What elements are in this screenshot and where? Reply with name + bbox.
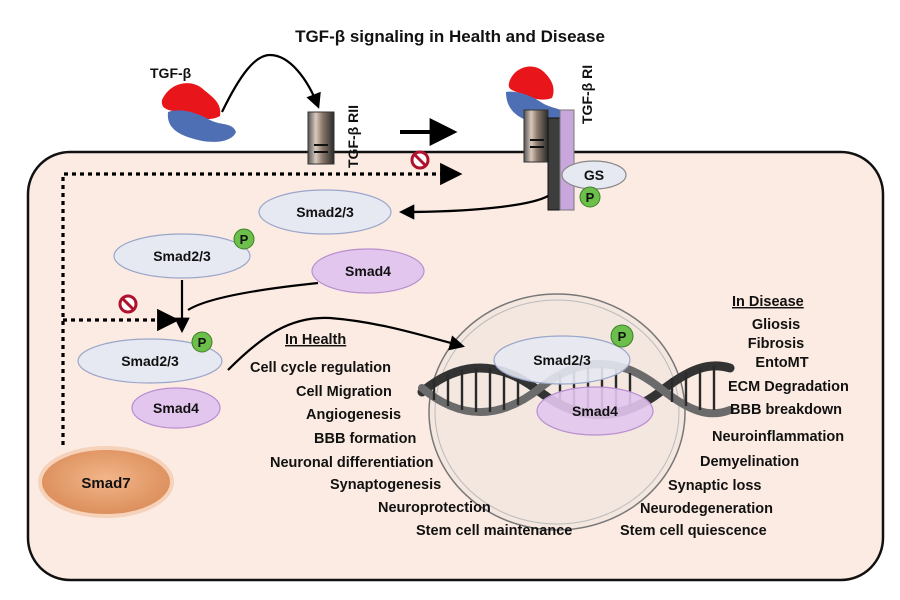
smad7-inhibition-path	[61, 162, 463, 445]
smad4-complex-node	[131, 387, 221, 429]
smad23-label: Smad2/3	[121, 353, 179, 369]
phosphate-icon	[233, 228, 255, 250]
smad23-phospho-node	[113, 233, 251, 279]
smad23-label: Smad2/3	[153, 248, 211, 264]
disease-item: Fibrosis	[748, 336, 804, 352]
smad4-node	[311, 248, 425, 294]
phosphate-label: P	[240, 232, 249, 247]
ligand-label: TGF-β	[150, 65, 192, 81]
smad4-label: Smad4	[153, 400, 199, 416]
phosphate-icon	[610, 324, 634, 348]
health-heading: In Health	[285, 332, 346, 348]
nucleus-inner	[434, 299, 680, 525]
disease-item: Neuroinflammation	[712, 429, 844, 445]
phosphate-label: P	[198, 335, 207, 350]
health-item: Angiogenesis	[306, 407, 401, 423]
health-item: Cell Migration	[296, 384, 392, 400]
nuclear-smad23-node	[493, 335, 631, 385]
health-item: Stem cell maintenance	[416, 523, 572, 539]
disease-item: Neurodegeneration	[640, 501, 773, 517]
inhibit-icon	[118, 294, 138, 314]
health-item: Synaptogenesis	[330, 477, 441, 493]
disease-heading: In Disease	[732, 294, 804, 310]
receptor-to-smad-arrow	[398, 195, 549, 220]
disease-item: BBB breakdown	[730, 402, 842, 418]
phosphate-icon	[191, 331, 213, 353]
health-item: Neuroprotection	[378, 500, 491, 516]
health-item: Cell cycle regulation	[250, 360, 391, 376]
disease-item: Demyelination	[700, 454, 799, 470]
tgf-beta-rii-receptor-icon	[307, 111, 335, 165]
tgf-beta-ri-receptor-icon	[523, 109, 575, 211]
tgf-beta-ligand-icon	[161, 83, 236, 142]
tgf-beta-ligand-bound-icon	[506, 66, 568, 125]
smad4-label: Smad4	[345, 263, 391, 279]
phosphate-label: P	[618, 329, 627, 344]
nuclear-smad4-node	[536, 386, 654, 436]
receptor-phosphate-label: P	[586, 190, 595, 205]
receptor-rii-label: TGF-β RII	[345, 105, 361, 168]
disease-item: Gliosis	[752, 317, 800, 333]
disease-item: Synaptic loss	[668, 478, 761, 494]
smad23-label: Smad2/3	[296, 204, 354, 220]
smad7-label: Smad7	[81, 475, 130, 492]
diagram-title: TGF-β signaling in Health and Disease	[295, 27, 605, 46]
disease-list: Gliosis Fibrosis EntoMT ECM Degradation …	[620, 317, 849, 539]
nuclear-translocation-arrow	[227, 316, 465, 371]
gs-label: GS	[584, 167, 604, 183]
smad4-label: Smad4	[572, 403, 618, 419]
smad23-node	[258, 189, 392, 235]
smad7-node	[38, 446, 174, 518]
health-item: BBB formation	[314, 431, 416, 447]
smad23-complex-node	[77, 338, 223, 384]
receptor-phosphate-icon	[579, 186, 601, 208]
binding-arrow	[221, 53, 321, 113]
inhibit-icon	[410, 150, 430, 170]
disease-item: ECM Degradation	[728, 379, 849, 395]
health-item: Neuronal differentiation	[270, 455, 434, 471]
health-list: Cell cycle regulation Cell Migration Ang…	[250, 360, 572, 539]
smad23-label: Smad2/3	[533, 352, 591, 368]
receptor-ri-label: TGF-β RI	[579, 65, 595, 124]
disease-item: EntoMT	[755, 355, 808, 371]
smad4-join-line	[187, 281, 319, 311]
disease-item: Stem cell quiescence	[620, 523, 767, 539]
